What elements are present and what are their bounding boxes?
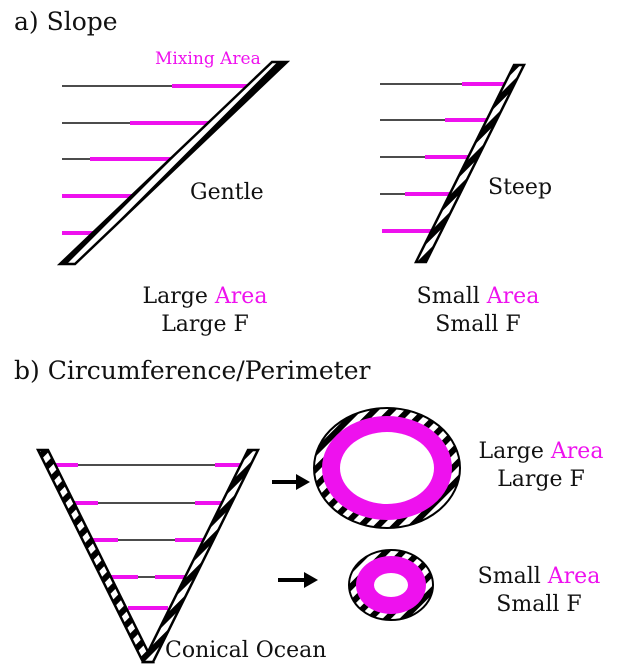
cone-left-wall xyxy=(35,448,156,664)
large-ring-caption-line2: Large F xyxy=(497,467,585,492)
steep-water-lines xyxy=(380,83,462,195)
steep-caption: Small Area Small F xyxy=(383,286,573,336)
small-ring-caption-line1: Small Area xyxy=(477,564,601,589)
steep-caption-line1: Small Area xyxy=(416,284,540,309)
gentle-slope-diagram xyxy=(56,60,291,266)
gentle-water-lines xyxy=(62,85,172,160)
large-ring-caption: Large Area Large F xyxy=(462,441,620,491)
small-ring-caption-line2: Small F xyxy=(496,592,582,617)
gentle-caption-line2: Large F xyxy=(161,312,249,337)
gentle-caption-line1: Large Area xyxy=(142,284,268,309)
gentle-mixing-bars xyxy=(62,84,255,235)
arrow-to-large-ring xyxy=(272,474,310,490)
panel-b-heading: b) Circumference/Perimeter xyxy=(14,356,371,385)
gentle-slope-wall xyxy=(56,60,291,266)
small-ring-caption: Small Area Small F xyxy=(456,566,622,616)
cone-mixing-bars xyxy=(50,463,245,610)
steep-slope-diagram xyxy=(380,63,527,264)
small-ring xyxy=(348,549,434,621)
cone-right-wall xyxy=(140,448,261,664)
large-ring-caption-line1: Large Area xyxy=(478,439,604,464)
steep-label: Steep xyxy=(488,175,553,200)
steep-caption-line2: Small F xyxy=(435,312,521,337)
mixing-area-label: Mixing Area xyxy=(155,49,261,69)
conical-ocean-label: Conical Ocean xyxy=(165,638,327,663)
large-ring xyxy=(313,407,461,529)
gentle-label: Gentle xyxy=(190,180,264,205)
arrow-to-small-ring xyxy=(278,572,318,588)
steep-mixing-bars xyxy=(382,82,508,233)
steep-slope-wall xyxy=(413,63,527,264)
conical-ocean-diagram xyxy=(35,448,261,664)
gentle-caption: Large Area Large F xyxy=(110,286,300,336)
panel-a-heading: a) Slope xyxy=(14,7,118,36)
